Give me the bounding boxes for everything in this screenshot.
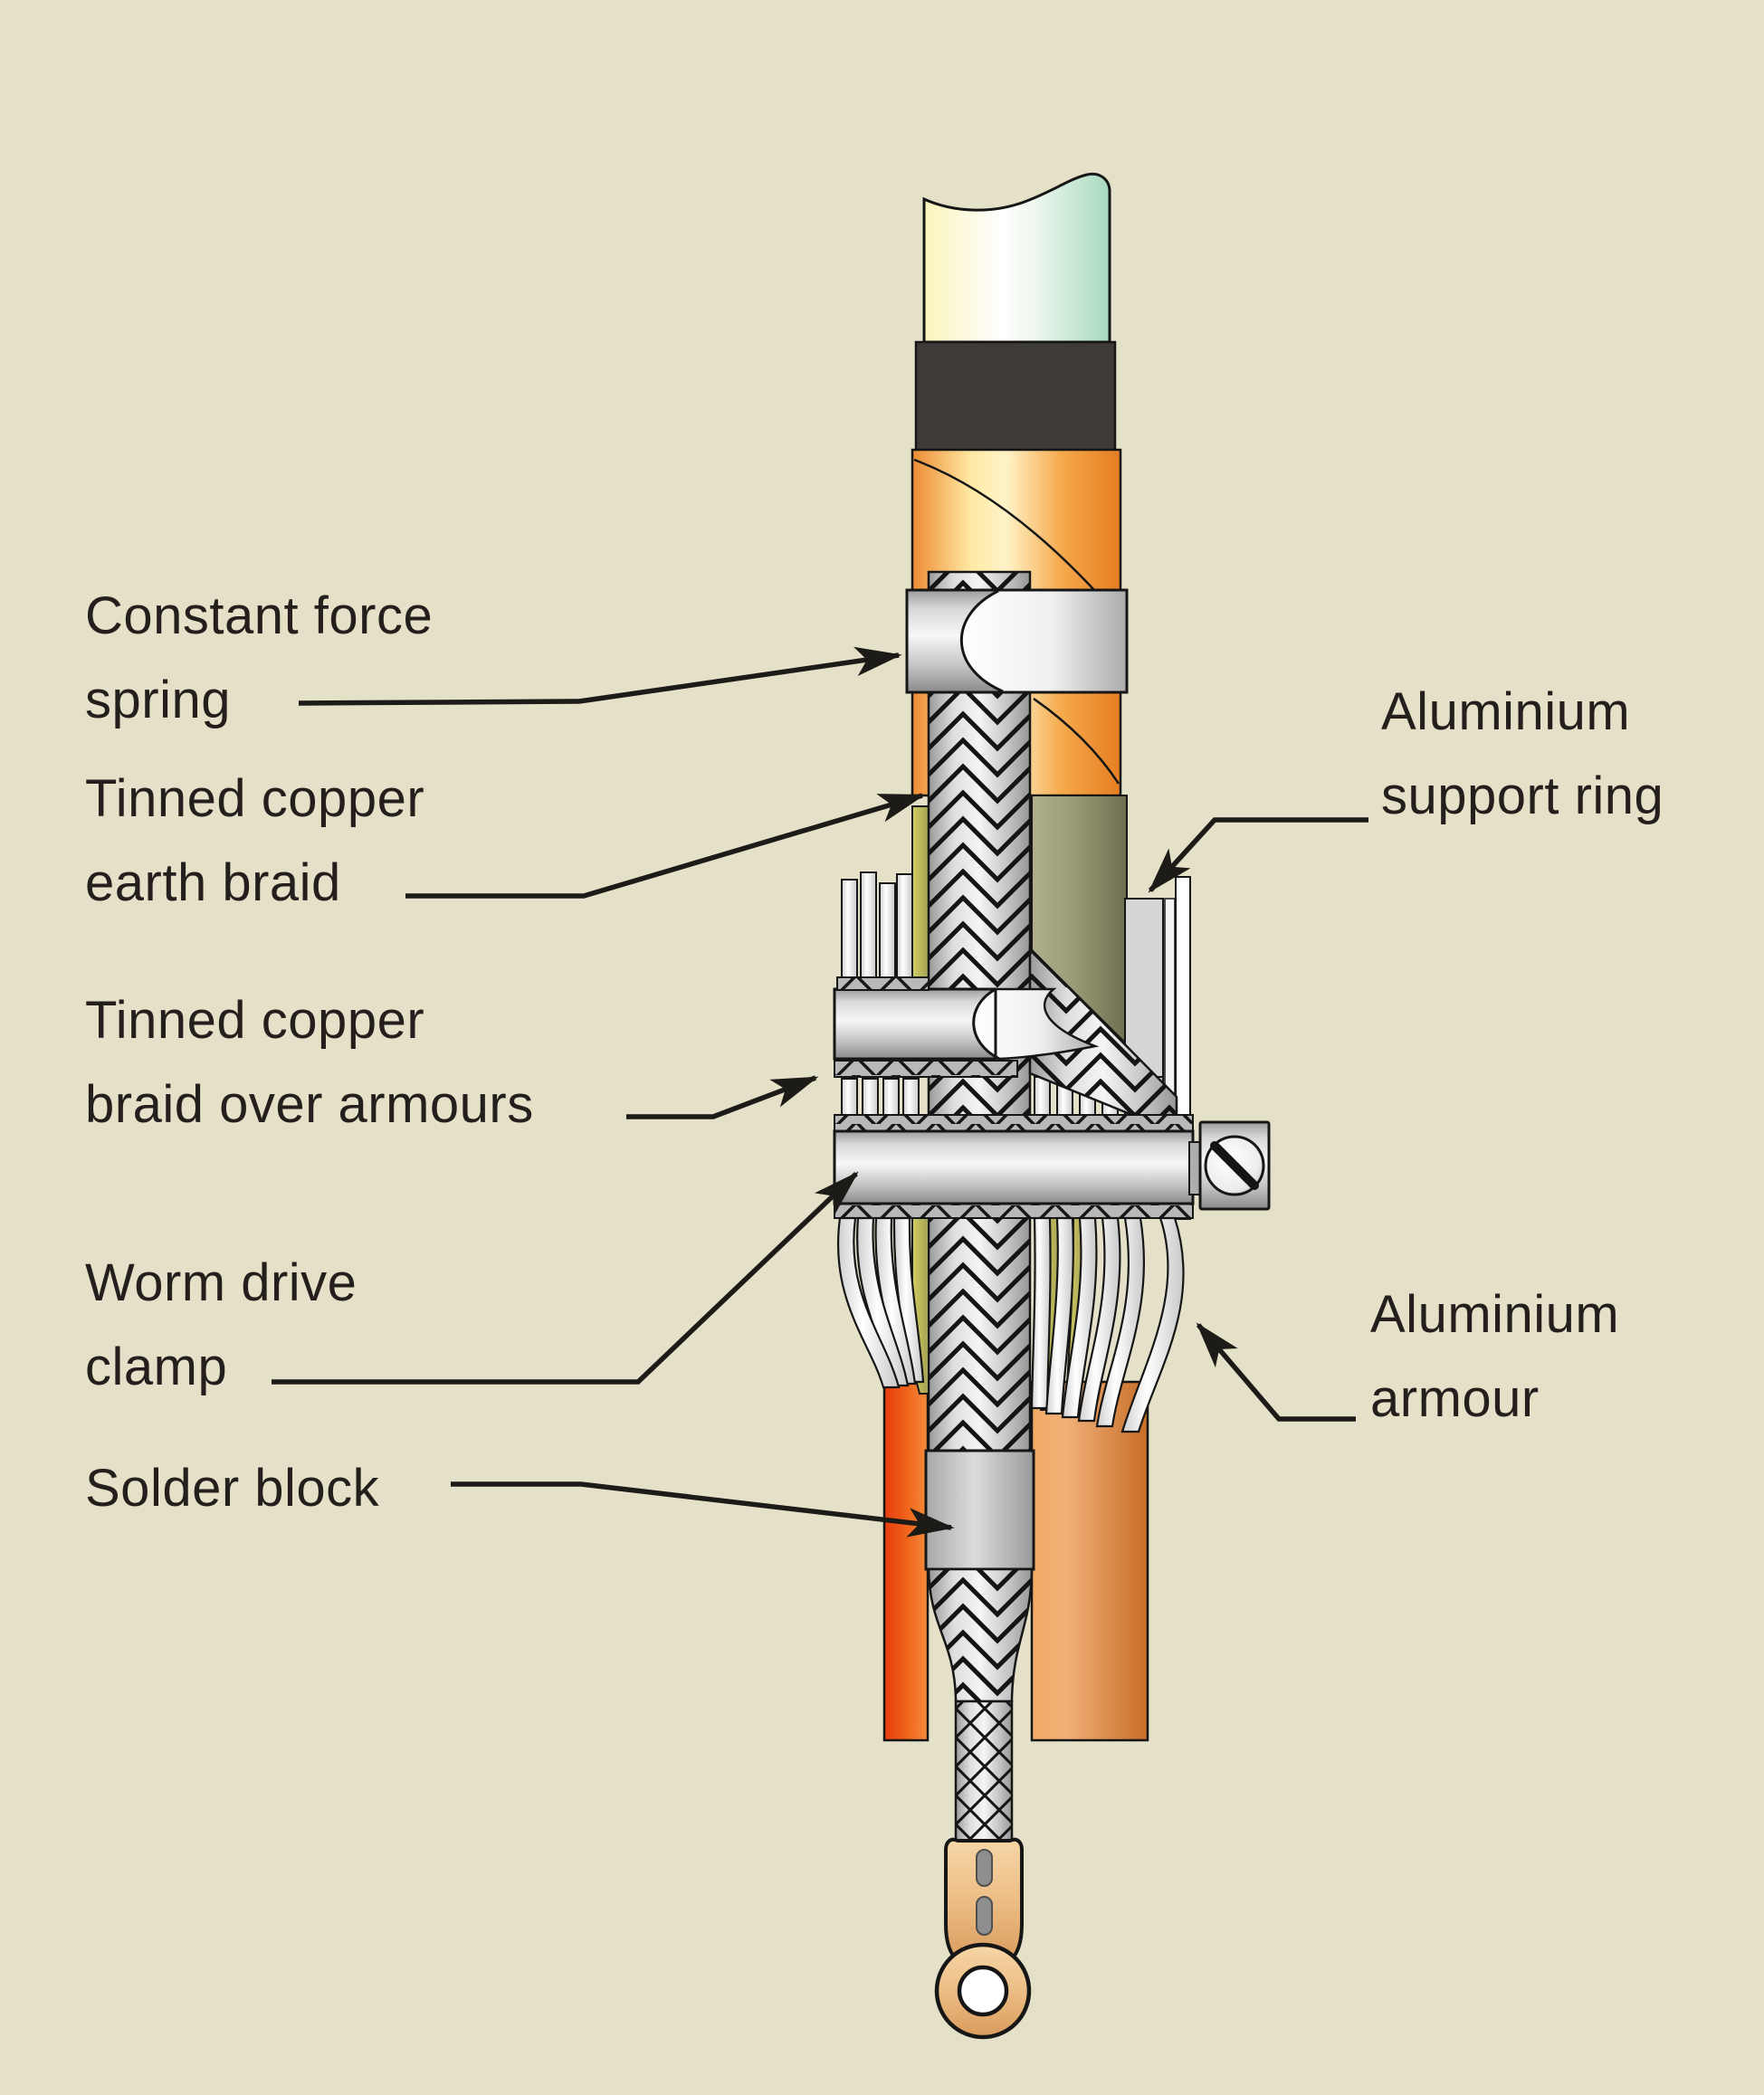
label-line: Aluminium <box>1381 682 1631 741</box>
leader-tinned-copper-earth-braid <box>405 793 926 899</box>
label-line: clamp <box>85 1338 228 1396</box>
label-line: Worm drive <box>85 1253 358 1312</box>
inner-sheath-red <box>882 1380 930 1742</box>
braid-edge-bands <box>834 976 1194 1219</box>
label-line: earth braid <box>85 853 341 912</box>
braid-taper <box>927 1567 1034 1703</box>
crimp-mark <box>976 1896 993 1936</box>
lug-ring-hole <box>957 1965 1009 2017</box>
label-line: Aluminium <box>1370 1285 1620 1344</box>
outer-sheath-copper <box>1030 1380 1149 1742</box>
semicon-screen-band <box>914 340 1117 452</box>
solder-block <box>924 1449 1035 1571</box>
aluminium-armour-wires <box>836 1216 1185 1433</box>
braid-over-armour-wedge <box>1028 945 1178 1135</box>
label-line: Tinned copper <box>85 769 425 828</box>
label-solder-block: Solder block <box>85 1446 379 1530</box>
label-constant-force-spring: Constant force spring <box>85 574 433 742</box>
worm-drive-clamp <box>833 1120 1271 1211</box>
worm-screw-icon <box>1204 1135 1265 1196</box>
label-aluminium-armour: Aluminium armour <box>1370 1272 1619 1441</box>
leader-worm-drive-clamp <box>272 1171 859 1385</box>
label-aluminium-support-ring: Aluminium support ring <box>1381 670 1664 838</box>
label-line: Tinned copper <box>85 991 425 1050</box>
leader-tinned-copper-braid-over-armours <box>626 1075 819 1119</box>
crimp-mark <box>976 1849 993 1887</box>
leader-aluminium-armour <box>1196 1322 1356 1422</box>
armour-wires-upper <box>841 871 913 978</box>
leader-solder-block <box>451 1481 955 1538</box>
label-line: support ring <box>1381 767 1664 825</box>
earth-lug <box>934 1837 1032 2040</box>
core-insulation <box>922 172 1111 344</box>
label-line: armour <box>1370 1369 1540 1428</box>
label-tinned-copper-earth-braid: Tinned copper earth braid <box>85 757 424 925</box>
oversheath-left-sliver <box>911 805 930 979</box>
label-worm-drive-clamp: Worm drive clamp <box>85 1241 357 1409</box>
leader-constant-force-spring <box>298 646 902 706</box>
label-line: Constant force <box>85 586 434 645</box>
label-tinned-copper-braid-over-armours: Tinned copper braid over armours <box>85 978 534 1147</box>
label-line: braid over armours <box>85 1075 534 1134</box>
leader-aluminium-support-ring <box>1148 817 1368 893</box>
braid-strap <box>954 1700 1014 1843</box>
label-line: Solder block <box>85 1459 380 1518</box>
label-line: spring <box>85 671 231 729</box>
constant-force-spring-clamp <box>905 588 1129 694</box>
